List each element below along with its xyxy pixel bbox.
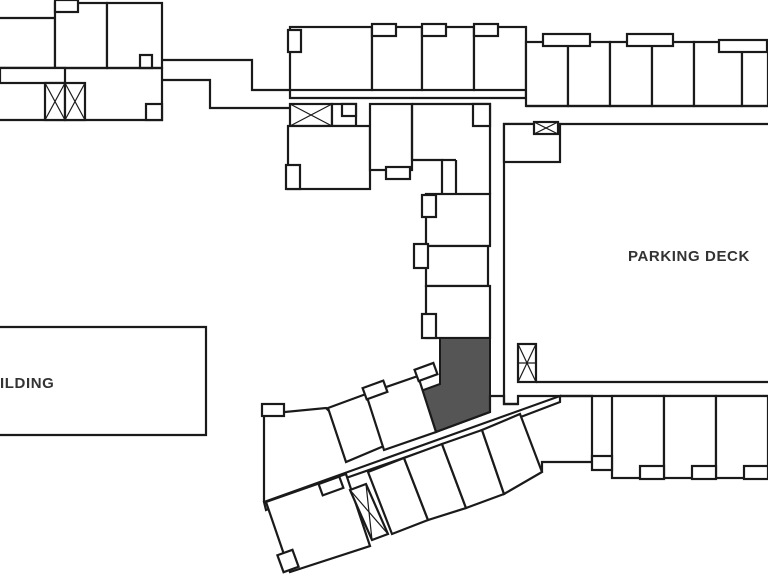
balcony-center-left bbox=[284, 163, 302, 191]
balcony-diag-3 bbox=[317, 475, 345, 497]
unit-top-center-1[interactable] bbox=[288, 25, 374, 92]
left-building: ILDING bbox=[0, 325, 208, 437]
unit-top-right-2[interactable] bbox=[566, 40, 612, 108]
diagonal-wing bbox=[260, 361, 592, 574]
stair-bottom-right bbox=[144, 102, 164, 122]
stair-center-inner bbox=[340, 102, 358, 118]
top-center-wing bbox=[286, 22, 528, 100]
unit-top-right-4[interactable] bbox=[650, 40, 696, 108]
parking-deck-label: PARKING DECK bbox=[628, 248, 750, 265]
balcony-tr-2 bbox=[625, 32, 675, 48]
top-right-wing bbox=[524, 32, 768, 108]
building-label: ILDING bbox=[0, 375, 54, 392]
vertical-column bbox=[412, 192, 492, 340]
balcony-tc-4 bbox=[472, 22, 500, 38]
unit-diag-2[interactable] bbox=[364, 374, 438, 452]
balcony-tr-1 bbox=[541, 32, 592, 48]
parking-stair-top bbox=[502, 122, 562, 164]
stair-center-right bbox=[471, 102, 492, 128]
unit-center-left[interactable] bbox=[286, 124, 372, 191]
unit-top-center-4[interactable] bbox=[472, 25, 528, 92]
unit-top-center-3[interactable] bbox=[420, 25, 476, 92]
balcony-tc-2 bbox=[370, 22, 398, 38]
stair-lower-right bbox=[590, 454, 614, 472]
balcony-center-mid bbox=[384, 165, 412, 181]
stair-small-top bbox=[53, 0, 80, 14]
unit-top-right-1[interactable] bbox=[524, 40, 570, 108]
balcony-lr-2 bbox=[690, 464, 718, 481]
lower-right-row bbox=[560, 394, 768, 481]
stair-diag bbox=[413, 361, 439, 383]
balcony-col-3 bbox=[420, 312, 438, 340]
unit-top-left-b[interactable] bbox=[105, 1, 164, 70]
unit-top-right-3[interactable] bbox=[608, 40, 654, 108]
balcony-lr-3 bbox=[742, 464, 768, 481]
balcony-diag-2 bbox=[275, 548, 301, 574]
unit-lower-right-1[interactable] bbox=[610, 394, 666, 480]
corridor-strip-left bbox=[0, 66, 67, 85]
stair-small-right bbox=[138, 53, 154, 70]
unit-column-2[interactable] bbox=[424, 244, 490, 288]
balcony-diag-1 bbox=[361, 379, 389, 401]
balcony-tc-3 bbox=[420, 22, 448, 38]
balcony-lr-1 bbox=[638, 464, 666, 481]
unit-lower-right-2[interactable] bbox=[662, 394, 718, 480]
parking-deck: PARKING DECK bbox=[502, 120, 768, 406]
balcony-tc-1 bbox=[286, 28, 303, 54]
unit-center-mid[interactable] bbox=[368, 102, 414, 172]
balcony-col-1 bbox=[420, 193, 438, 219]
central-cluster bbox=[284, 102, 492, 194]
unit-lower-right-3[interactable] bbox=[714, 394, 768, 480]
balcony-tr-3 bbox=[717, 38, 768, 54]
balcony-col-2 bbox=[412, 242, 430, 270]
balcony-diag-0 bbox=[260, 402, 286, 418]
top-left-wing bbox=[0, 0, 290, 122]
